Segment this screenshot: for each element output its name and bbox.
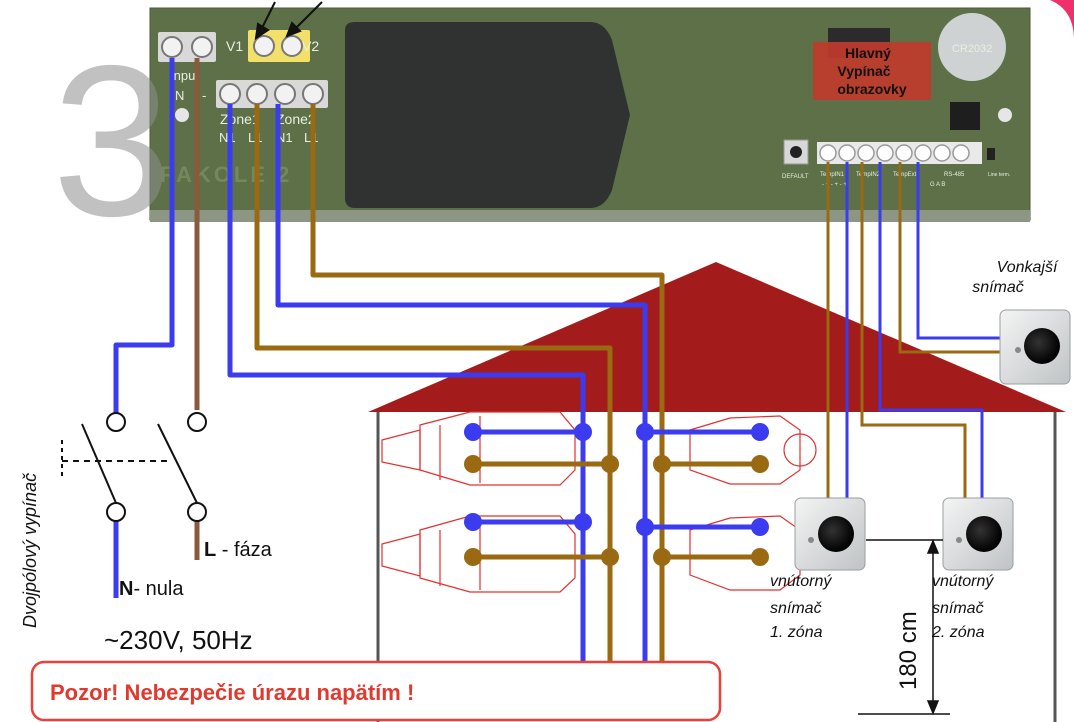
zone2-label: Zone2	[276, 111, 316, 127]
external-sensor-label-1: Vonkajší	[997, 259, 1059, 276]
rs485-pins-label: G A B	[930, 182, 945, 188]
external-sensor	[999, 309, 1071, 385]
zone1-label: Zone1	[220, 111, 260, 127]
inner-sensor-2-label-1: vnútorný	[932, 573, 994, 590]
neutral-label: N- nula	[119, 578, 184, 600]
height-label: 180 cm	[895, 611, 922, 690]
warning-text: Pozor! Nebezpečie úrazu napätím !	[50, 680, 414, 705]
phase-letter: L	[204, 539, 216, 561]
inner-sensor-1-label-3: 1. zóna	[770, 624, 823, 641]
line-term-label: Line term.	[988, 172, 1010, 178]
voltage-label: ~230V, 50Hz	[104, 625, 253, 655]
zone-terminals	[216, 80, 328, 108]
input-n-label: N	[175, 88, 184, 103]
temp-in1-label: TempIN1	[820, 172, 845, 178]
step-number: 3	[52, 20, 172, 261]
warning-box: Pozor! Nebezpečie úrazu napätím !	[30, 660, 722, 722]
external-sensor-label-2: snímač	[972, 279, 1024, 296]
terminal-v1-label: V1	[226, 38, 243, 54]
supply-neutral-wire	[113, 58, 175, 415]
zone1-phase-wire	[254, 104, 613, 662]
text-labels: Vonkajší snímač vnútorný snímač 1. zóna …	[20, 259, 1059, 690]
input-dash-label: -	[202, 88, 206, 103]
temp-in2-label: TempIN2	[856, 172, 881, 178]
zone2-neutral-wire	[275, 104, 648, 662]
junction-dots	[464, 423, 769, 566]
input-label: Input	[170, 68, 199, 83]
battery-label: CR2032	[952, 43, 992, 55]
main-switch-line1: Hlavný	[845, 45, 891, 61]
neutral-text: - nula	[133, 578, 184, 600]
phase-label: L - fáza	[204, 539, 273, 561]
phase-text: - fáza	[216, 539, 272, 561]
main-switch-line3: obrazovky	[837, 81, 906, 97]
inner-sensor-2	[942, 497, 1014, 571]
sensor-lens-icon	[1024, 328, 1060, 364]
sensor-lens-icon	[966, 516, 1002, 552]
arrows-to-v-terminals	[254, 1, 323, 41]
brand-watermark: PAKOLE 2	[160, 162, 292, 187]
default-label: DEFAULT	[782, 174, 809, 180]
heater-zone1-top	[381, 411, 576, 486]
heaters	[381, 411, 817, 593]
heater-zone2-bottom	[689, 515, 801, 591]
inner-sensor-1	[794, 497, 866, 571]
battery-icon	[938, 13, 1006, 81]
corner-accent	[1050, 0, 1074, 40]
terminal-v2-label: V2	[302, 38, 319, 54]
sensor-pins-label: - + - + - +	[822, 182, 847, 188]
house	[368, 262, 1066, 722]
zone1-n1-label: N1	[219, 130, 236, 145]
temp-ext-label: TempExt	[893, 172, 917, 178]
height-dimension	[858, 539, 950, 715]
inner-sensor-2-label-3: 2. zóna	[931, 624, 985, 641]
main-switch-label: Hlavný Vypínač obrazovky	[813, 42, 931, 100]
double-pole-switch	[61, 412, 207, 522]
rs485-label: RS-485	[944, 172, 965, 178]
display-module	[345, 22, 630, 208]
board-labels: V1 V2 Input N - Zone1 Zone2 N1 L1 N1 L1 …	[160, 38, 1010, 188]
inner-sensor-2-label-2: snímač	[932, 600, 984, 617]
heater-zone2-top	[689, 415, 817, 485]
inner-sensor-1-label-1: vnútorný	[770, 573, 832, 590]
neutral-letter: N	[119, 578, 133, 600]
switch-label: Dvojpólový vypínač	[20, 473, 40, 628]
sensor-lens-icon	[818, 516, 854, 552]
inner-sensor-1-label-2: snímač	[770, 600, 822, 617]
sensor-wires	[826, 162, 1020, 500]
main-switch-line2: Vypínač	[837, 63, 890, 79]
